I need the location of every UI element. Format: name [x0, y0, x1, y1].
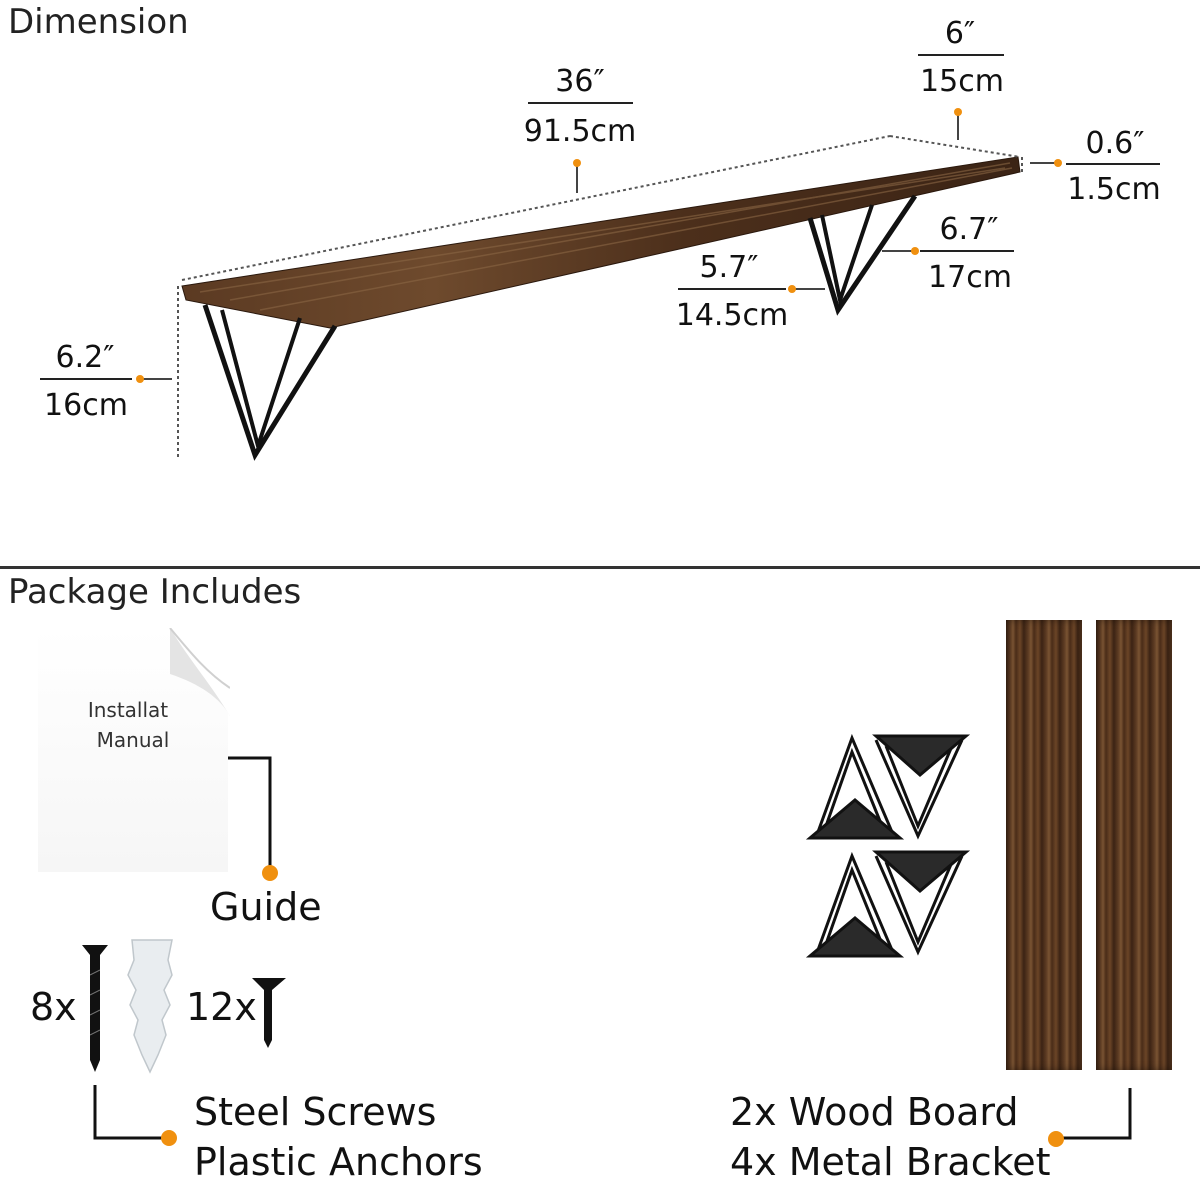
thickness-inches: 0.6″	[1085, 126, 1145, 161]
metal-bracket-label: 4x Metal Bracket	[730, 1140, 1051, 1184]
manual-line-2: Manual	[96, 728, 170, 752]
anchors-label: Plastic Anchors	[194, 1140, 483, 1184]
thickness-cm: 1.5cm	[1067, 172, 1161, 207]
screws-label: Steel Screws	[194, 1090, 437, 1134]
bracket-width-inches: 5.7″	[699, 250, 759, 285]
section-divider	[0, 566, 1200, 569]
bracket-depth-inches: 6.7″	[939, 212, 999, 247]
bracket-depth-cm: 17cm	[928, 260, 1012, 295]
length-inches: 36″	[555, 64, 605, 99]
thickness-rule	[1066, 163, 1160, 165]
bracket-width-rule	[678, 288, 786, 290]
wood-board-label: 2x Wood Board	[730, 1090, 1019, 1134]
steel-screw-icon	[82, 945, 108, 1072]
manual-line-1: Installat	[87, 698, 169, 722]
package-title: Package Includes	[8, 572, 302, 612]
right-bracket	[807, 194, 918, 316]
installation-manual: Installat Manual	[38, 628, 230, 872]
length-cm: 91.5cm	[523, 114, 637, 149]
height-cm: 16cm	[44, 388, 128, 423]
wood-board	[1006, 620, 1082, 1070]
depth-rule	[918, 54, 1004, 56]
left-bracket	[202, 304, 338, 461]
plastic-anchor-icon	[127, 939, 173, 1074]
depth-inches: 6″	[944, 16, 976, 51]
metal-bracket-icon	[805, 733, 971, 958]
height-inches: 6.2″	[55, 340, 115, 375]
small-screw-icon	[252, 978, 286, 1048]
small-screw-quantity: 12x	[186, 985, 257, 1029]
bracket-width-cm: 14.5cm	[675, 298, 789, 333]
screw-quantity: 8x	[30, 985, 77, 1029]
height-rule	[40, 378, 132, 380]
page-curl-icon	[169, 628, 230, 728]
dimension-title: Dimension	[8, 2, 189, 42]
length-rule	[528, 102, 633, 104]
depth-cm: 15cm	[920, 64, 1004, 99]
bracket-depth-rule	[920, 250, 1014, 252]
guide-label: Guide	[210, 885, 322, 929]
wood-board	[1096, 620, 1172, 1070]
